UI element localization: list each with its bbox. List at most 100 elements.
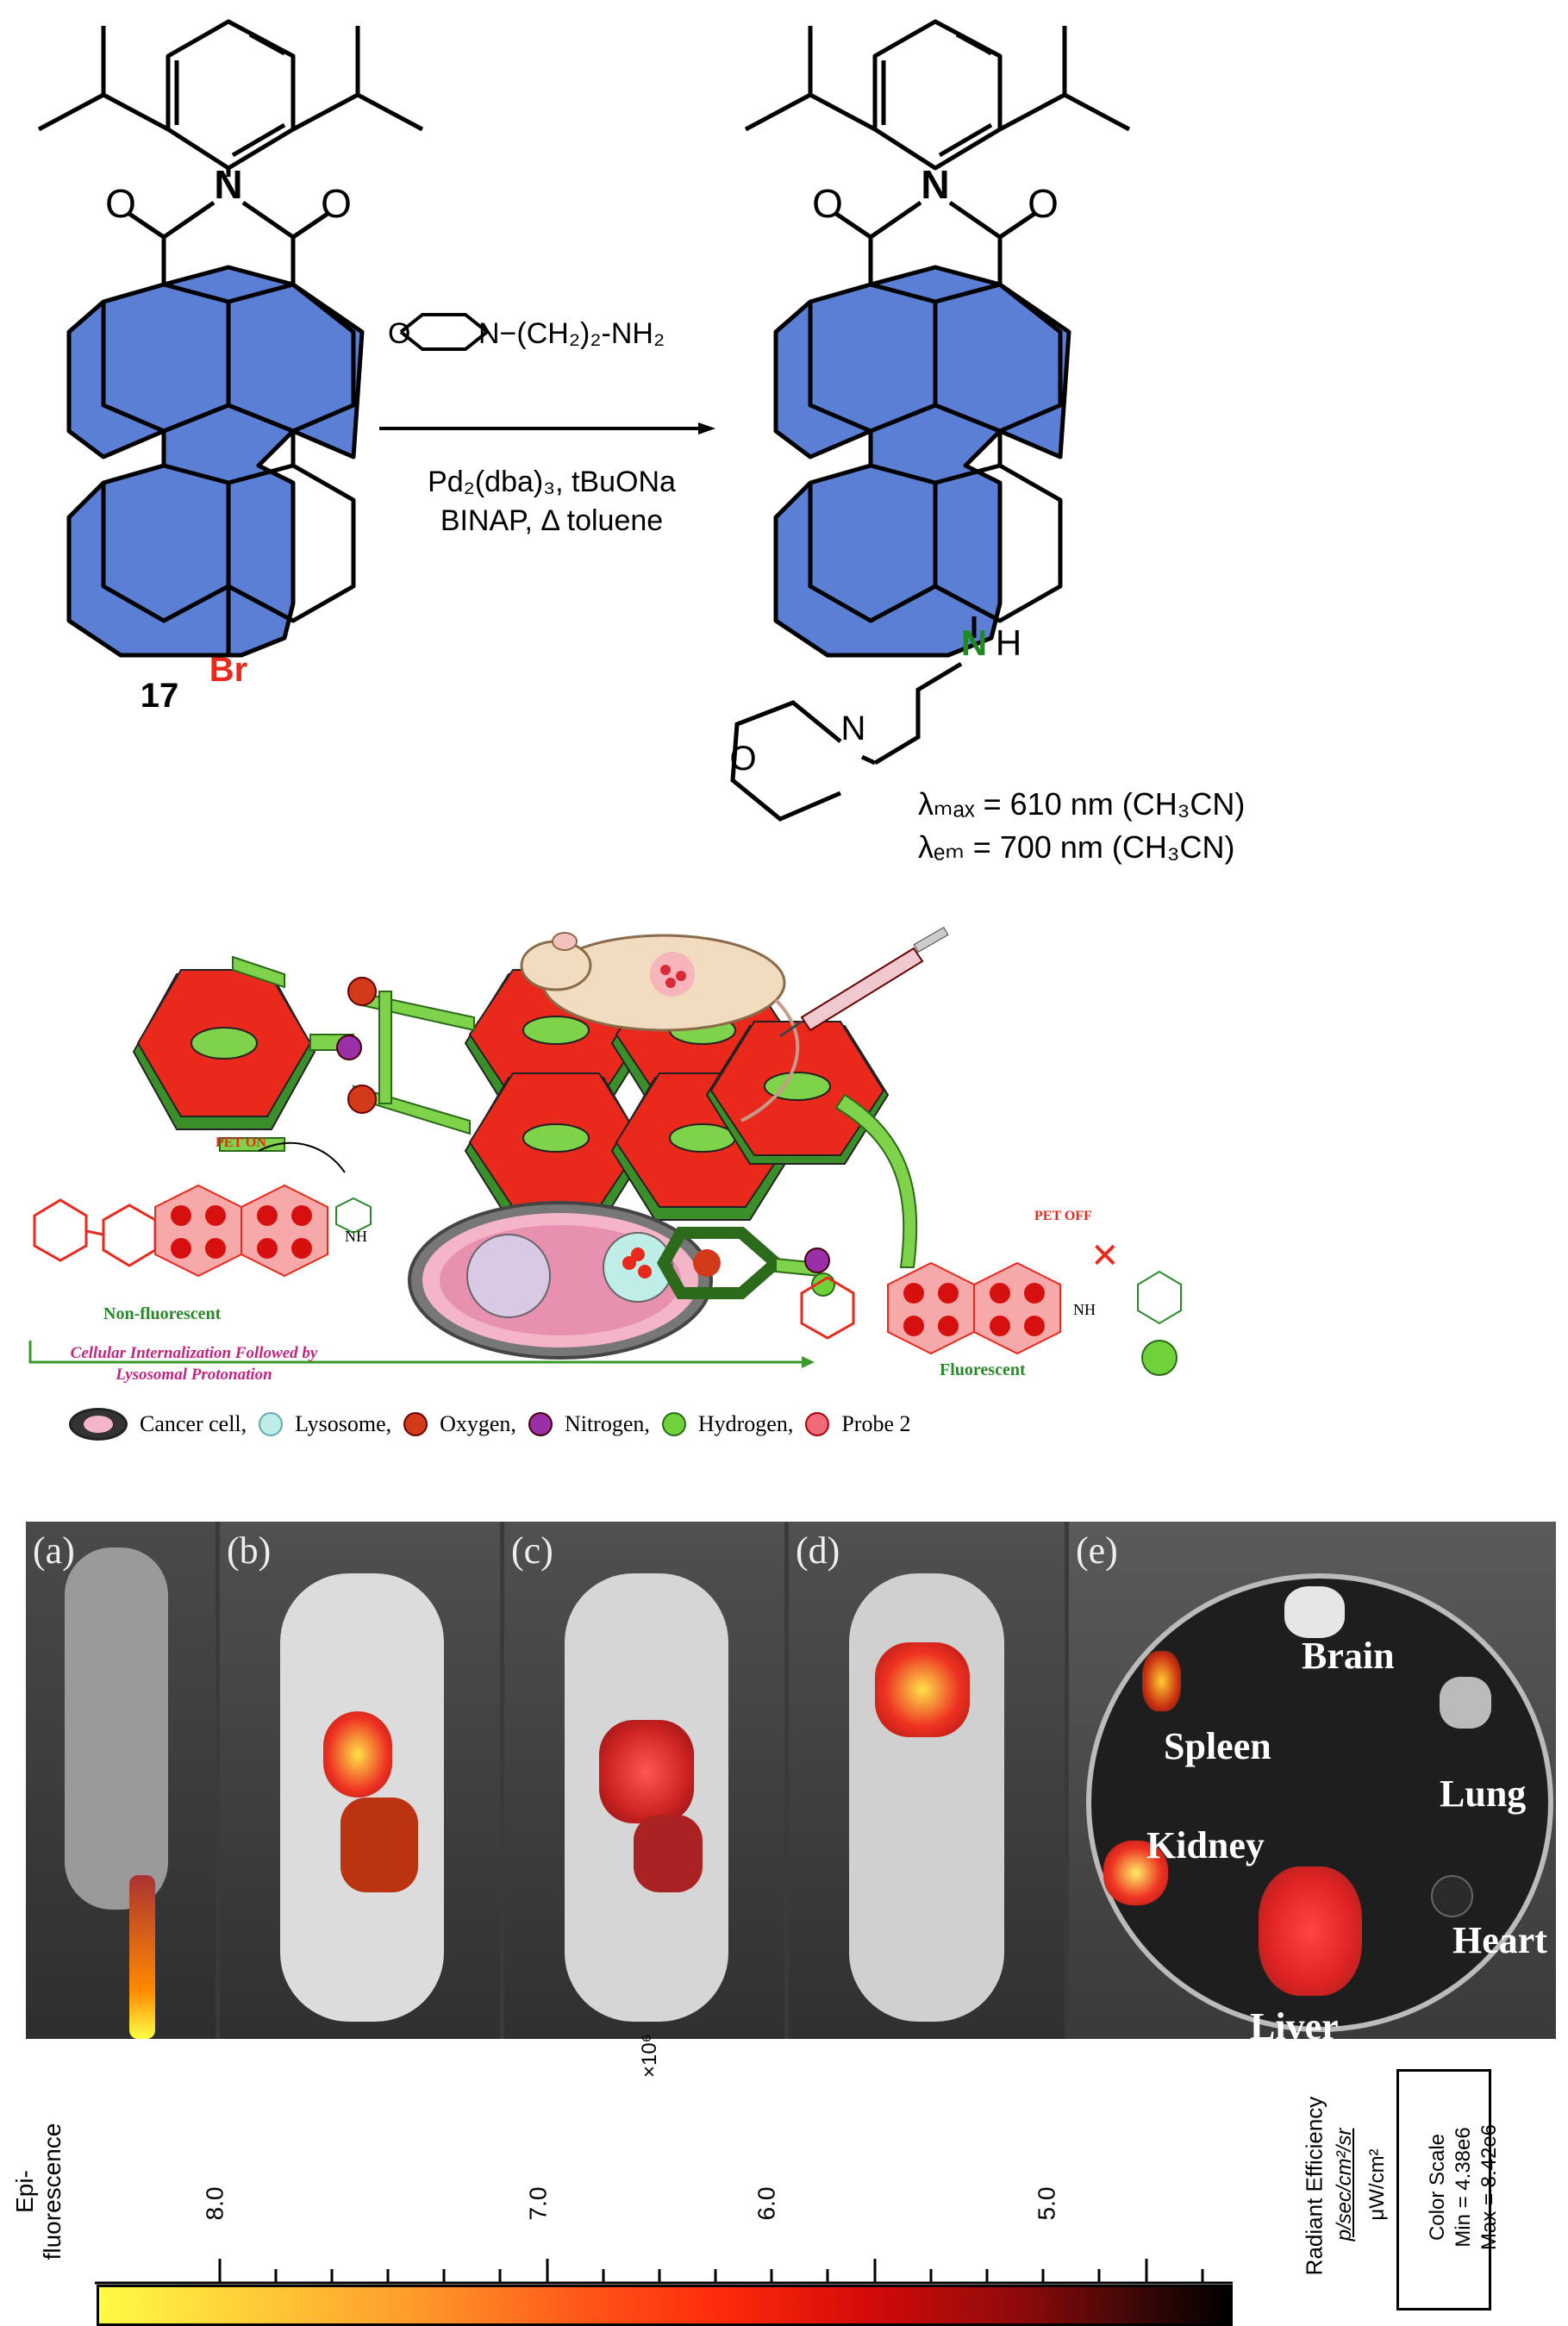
conditions-line-2: BINAP, Δ toluene (440, 504, 663, 537)
panel-a-label: (a) (33, 1529, 75, 1572)
fluorescent-label: Fluorescent (940, 1360, 1026, 1379)
reactant-molecule (37, 19, 424, 177)
left-probe-structure (33, 1198, 157, 1267)
product-o-left: O (812, 181, 843, 226)
left-perylene-balls (154, 1184, 328, 1278)
organ-kidney-tissue (1103, 1841, 1168, 1905)
legend-cancer-cell-icon (69, 1408, 128, 1441)
lambda-em-text: λₑₘ = 700 nm (CH₃CN) (918, 829, 1235, 865)
organ-lung-tissue (1440, 1677, 1491, 1729)
panel-a: (a) (26, 1522, 216, 2039)
units-numerator: p/sec/cm²/sr (1333, 2128, 1356, 2242)
panel-d: (d) (789, 1522, 1065, 2039)
legend-lysosome: Lysosome, (295, 1411, 392, 1436)
legend-nitrogen: Nitrogen, (564, 1411, 650, 1436)
colorbar-section: Epi-fluorescence ×10⁶ 8.0 7.0 6.0 5.0 Ra… (0, 2034, 1568, 2326)
right-probe-structure (800, 1276, 855, 1340)
reactant-o-right: O (321, 181, 352, 226)
product-morph-o: O (729, 740, 756, 778)
bromo-substituent: Br (209, 651, 247, 689)
caption-line-1: Cellular Internalization Followed by (71, 1344, 318, 1362)
legend-hydrogen-icon (661, 1412, 686, 1436)
panel-e-label: (e) (1076, 1529, 1118, 1572)
right-perylene-balls (887, 1261, 1061, 1355)
reaction-arrowhead (698, 422, 715, 435)
pet-off-label: PET OFF (1034, 1209, 1092, 1223)
reagent-o-atom: O (388, 317, 410, 350)
product-nh-hydrogen: H (996, 622, 1021, 663)
compound-label-17: 17 (141, 677, 179, 715)
reactant-n-atom: N (214, 162, 242, 207)
imaging-strip: (a) (b) (c) (d) (e) Brain Spleen Lung Ki… (26, 1522, 1556, 2048)
colorbar-gradient (97, 2285, 1233, 2326)
organ-heart-tissue (1431, 1875, 1473, 1917)
product-morph-n: N (841, 710, 866, 747)
organ-spleen-tissue (1142, 1651, 1181, 1711)
probe-cartoon: NH PET ON Non-fluorescent NH PET OFF ✕ F… (28, 926, 1182, 1384)
morpholine-reagent (399, 313, 490, 351)
product-morpholine-chain (730, 661, 963, 822)
reactant-perylene (66, 200, 365, 658)
non-fluorescent-label: Non-fluorescent (103, 1304, 222, 1323)
legend-hydrogen: Hydrogen, (697, 1411, 794, 1436)
units-denominator: μW/cm² (1365, 2148, 1389, 2221)
product-perylene (773, 200, 1071, 658)
color-scale-title: Color Scale (1426, 2133, 1449, 2242)
panel-d-label: (d) (796, 1529, 840, 1572)
multiplier-label: ×10⁶ (638, 2034, 661, 2078)
legend-oxygen-icon (403, 1412, 428, 1436)
legend-probe: Probe 2 (841, 1411, 911, 1436)
internalization-arrow (28, 1341, 802, 1364)
organ-label-liver: Liver (1250, 2005, 1339, 2048)
product-o-right: O (1028, 181, 1059, 226)
panel-d-signal (875, 1642, 970, 1737)
legend-nitrogen-icon (528, 1412, 553, 1436)
organ-liver-tissue (1259, 1866, 1362, 1996)
green-linkers (219, 955, 918, 1268)
cartoon-legend: Cancer cell, Lysosome, Oxygen, Nitrogen,… (69, 1405, 1190, 1443)
color-scale-box: Color Scale Min = 4.38e6 Max = 8.42e6 (1396, 2069, 1501, 2310)
reactant-o-left: O (105, 181, 136, 226)
reagent-formula: N−(CH₂)₂-NH₂ (478, 317, 665, 350)
conditions-line-1: Pd₂(dba)₃, tBuONa (428, 466, 676, 498)
mouse-illustration (520, 932, 800, 1122)
panel-b-signal (323, 1711, 392, 1798)
organ-label-brain: Brain (1302, 1635, 1395, 1677)
product-n-atom: N (921, 162, 949, 207)
panel-c-label: (c) (511, 1529, 553, 1572)
product-nh-nitrogen: N (961, 622, 987, 663)
organ-label-kidney: Kidney (1146, 1824, 1265, 1866)
lambda-max-text: λₘₐₓ = 610 nm (CH₃CN) (918, 786, 1245, 822)
pet-on-label: PET ON (216, 1135, 266, 1150)
organ-label-lung: Lung (1440, 1773, 1527, 1815)
product-aryl (744, 19, 1131, 171)
legend-lysosome-icon (259, 1412, 284, 1436)
legend-probe-icon (805, 1412, 830, 1436)
units-title: Radiant Efficiency (1301, 2096, 1327, 2276)
panel-c: (c) (504, 1522, 784, 2039)
syringe-icon (779, 926, 949, 1038)
colorbar-ticks (95, 2259, 1233, 2285)
tick-label-7: 7.0 (524, 2186, 552, 2221)
tick-label-6: 6.0 (753, 2186, 780, 2221)
organ-label-heart: Heart (1452, 1919, 1547, 1961)
organ-brain-tissue (1284, 1586, 1345, 1638)
tick-label-8: 8.0 (201, 2186, 228, 2221)
color-scale-max: Max = 8.42e6 (1477, 2123, 1501, 2251)
pet-blocked-x: ✕ (1090, 1237, 1120, 1275)
reaction-scheme: N O O Br 17 O N−(CH₂)₂-NH₂ Pd₂(dba)₃, tB… (37, 19, 1245, 865)
panel-b-label: (b) (227, 1529, 272, 1572)
tick-label-5: 5.0 (1033, 2186, 1060, 2221)
panel-b: (b) (220, 1522, 500, 2039)
color-scale-min: Min = 4.38e6 (1452, 2127, 1475, 2248)
hexagon-platform (132, 969, 890, 1221)
panel-c-signal (599, 1720, 694, 1823)
legend-oxygen: Oxygen, (440, 1411, 516, 1436)
caption-line-2: Lysosomal Protonation (115, 1366, 272, 1384)
panel-e: (e) Brain Spleen Lung Kidney Heart Liver (1069, 1522, 1556, 2048)
cancer-cell (408, 1201, 721, 1360)
organ-label-spleen: Spleen (1164, 1725, 1271, 1767)
legend-cancer-cell: Cancer cell, (140, 1411, 247, 1436)
epi-fluorescence-label: Epi-fluorescence (11, 2123, 66, 2260)
right-nh-label: NH (1073, 1301, 1096, 1318)
